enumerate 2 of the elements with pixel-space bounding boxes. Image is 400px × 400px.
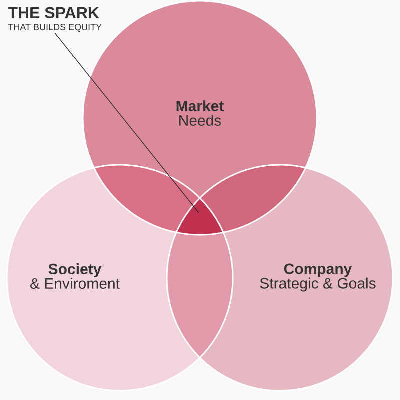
- center-overlap-region: [176, 198, 224, 235]
- leader-line: [54, 32, 200, 214]
